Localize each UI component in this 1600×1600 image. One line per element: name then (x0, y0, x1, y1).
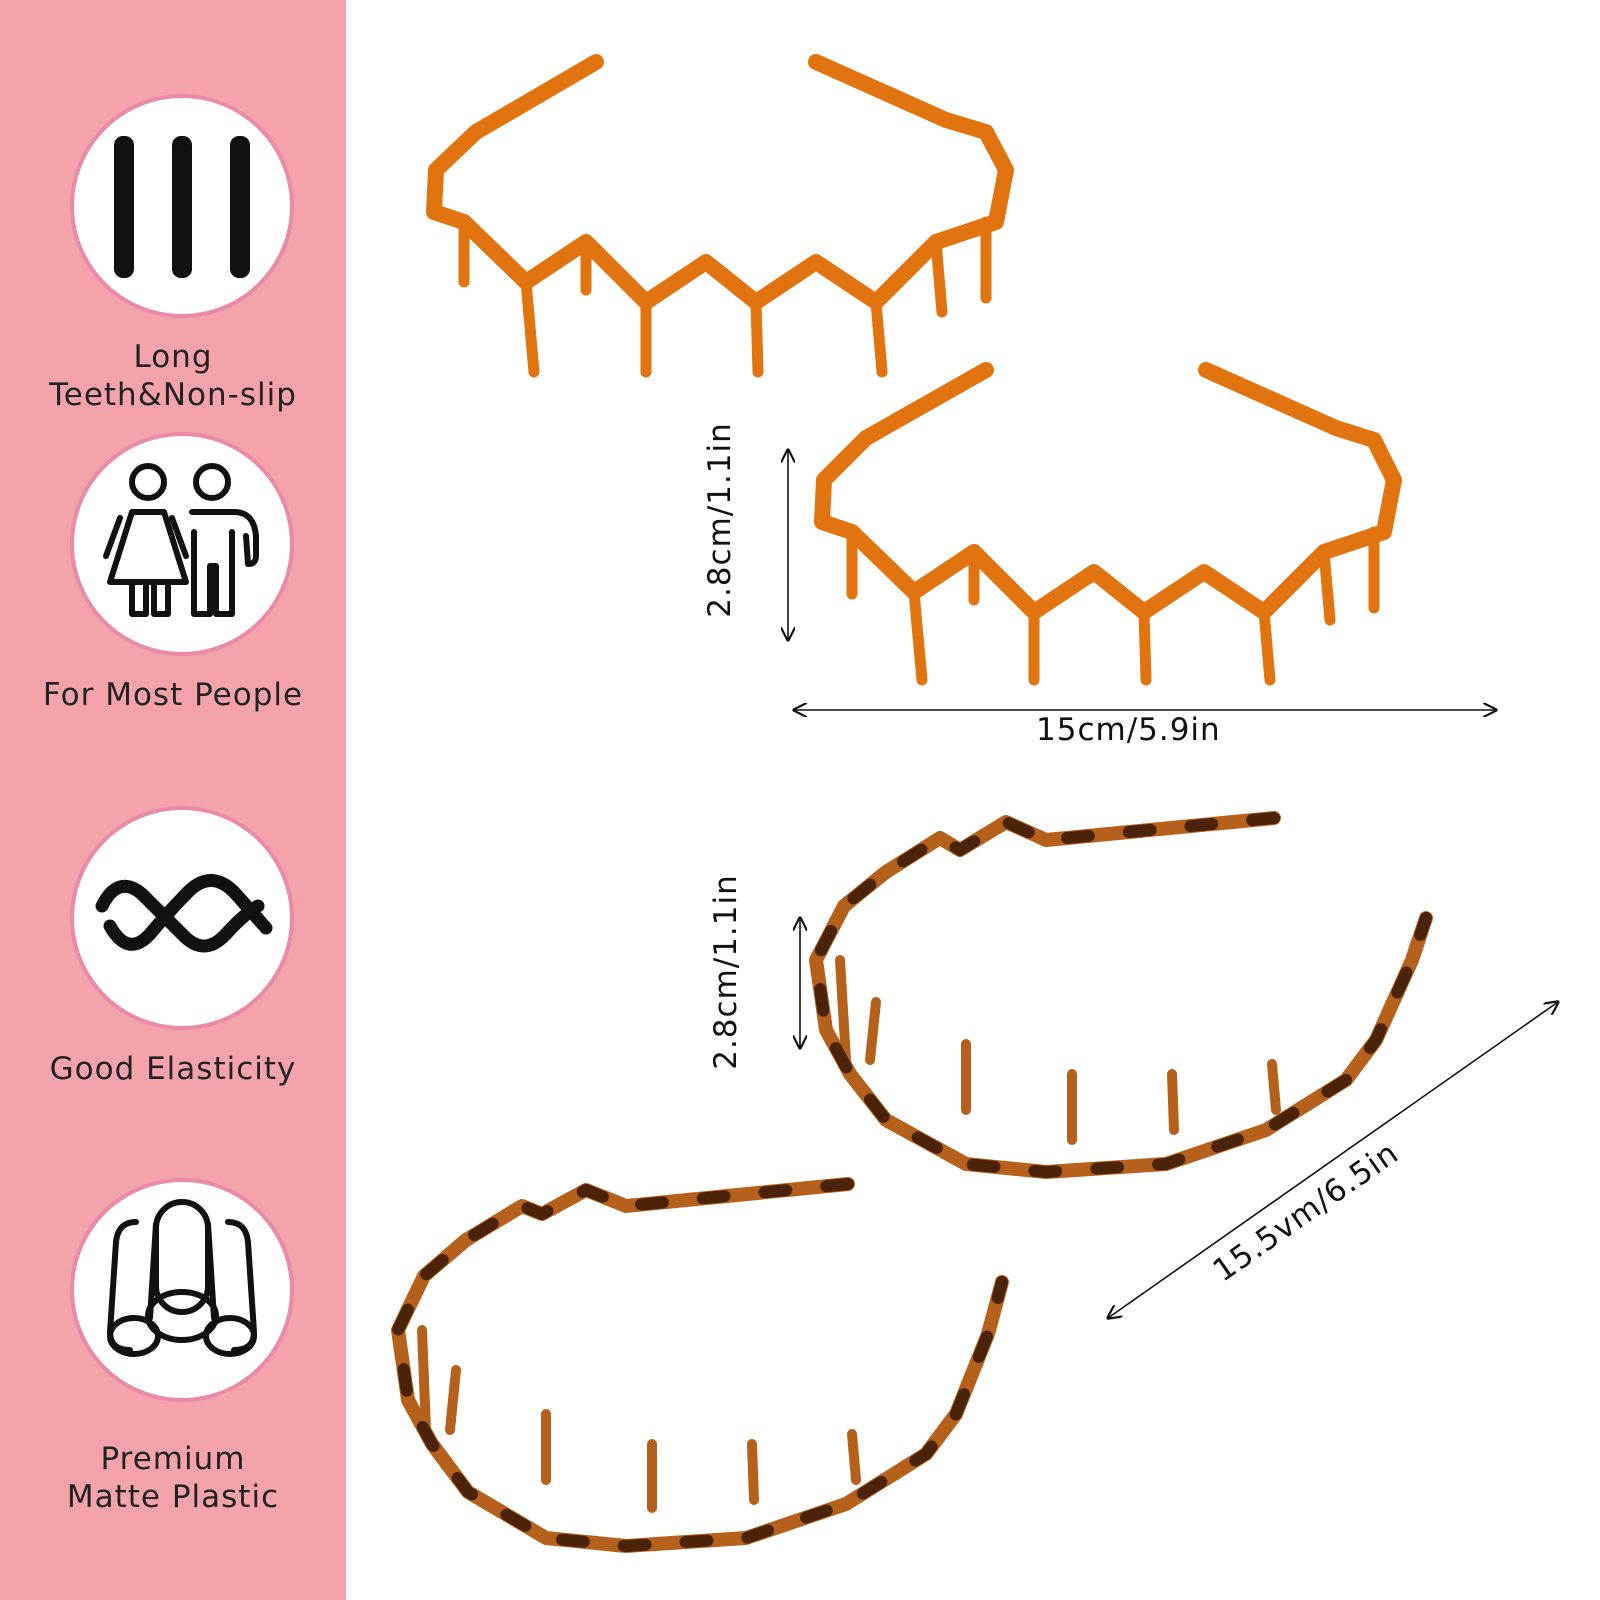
tortoise-length-arrow (1108, 1002, 1558, 1318)
long-teeth-icon (114, 136, 250, 278)
product-illustration (391, 54, 1600, 1553)
feature-label-elasticity: Good Elasticity (49, 1051, 297, 1087)
amber-height-label: 2.8cm/1.1in (702, 422, 738, 618)
feature-label-people: For Most People (42, 677, 304, 713)
tortoise-height-label: 2.8cm/1.1in (708, 874, 744, 1070)
dimension-arrows (788, 450, 1558, 1318)
elasticity-wave-icon (95, 874, 273, 953)
feature-label-plastic: Premium Matte Plastic (66, 1441, 280, 1515)
feature-circle-elasticity (70, 806, 294, 1030)
amber-headband-bottom (814, 362, 1402, 686)
plastic-rolls-icon (106, 1199, 258, 1357)
feature-circle-teeth (70, 94, 294, 318)
tortoise-headband-left (391, 1177, 1009, 1553)
people-icon (103, 463, 259, 617)
feature-circle-people (70, 432, 294, 656)
product-area: 2.8cm/1.1in 15cm/5.9in 2.8cm/1.1in 15.5v… (346, 0, 1600, 1600)
tortoise-headband-right (809, 811, 1433, 1179)
feature-label-teeth: Long Teeth&Non-slip (49, 339, 297, 413)
amber-headband-top (426, 54, 1014, 378)
amber-width-label: 15cm/5.9in (1036, 712, 1221, 748)
feature-circle-plastic (70, 1178, 294, 1402)
feature-sidebar: Long Teeth&Non-slip For Most People Good… (0, 0, 346, 1600)
